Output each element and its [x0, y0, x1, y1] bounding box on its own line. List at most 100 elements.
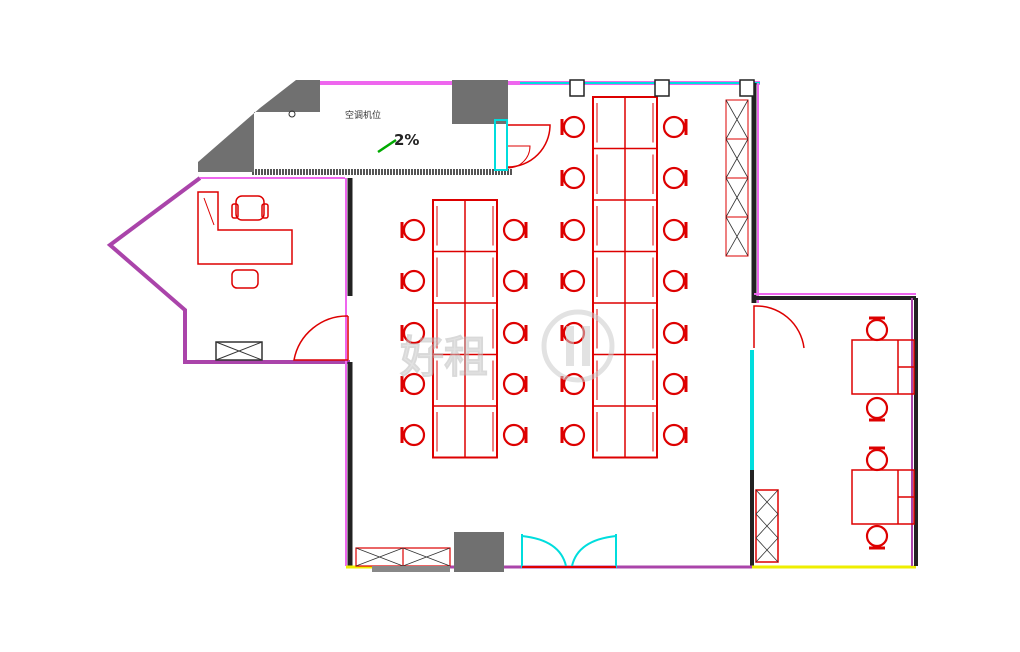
workstation-chair[interactable]: [400, 218, 426, 242]
right-room-chair[interactable]: [865, 524, 889, 550]
ac-room-column-left: [198, 80, 320, 172]
entrance-door-right-swing[interactable]: [571, 535, 617, 567]
slope-label: 2%: [394, 131, 419, 149]
chair-seat: [402, 372, 426, 396]
wall-left-office: [106, 176, 350, 364]
right-room: [753, 305, 915, 563]
ac-room: 空调机位 2%: [198, 80, 551, 172]
bottom-sill-hatch: [372, 566, 450, 572]
chair-seat: [865, 396, 889, 420]
workstation-chair[interactable]: [400, 423, 426, 447]
manager-chair-arm-right: [261, 203, 269, 219]
workstation-chair[interactable]: [502, 269, 528, 293]
chair-seat: [562, 423, 586, 447]
workstation-chair[interactable]: [662, 321, 688, 345]
right-room-chair[interactable]: [865, 396, 889, 422]
watermark: 好租: [399, 309, 615, 383]
chair-seat: [562, 218, 586, 242]
chair-seat: [502, 321, 526, 345]
workstation-chair[interactable]: [502, 423, 528, 447]
chair-seat: [662, 218, 686, 242]
chair-seat: [865, 318, 889, 342]
watermark-text: 好租: [399, 332, 488, 383]
ac-door-swing-inner[interactable]: [507, 145, 531, 169]
workstation-chair[interactable]: [662, 166, 688, 190]
chair-seat: [865, 524, 889, 548]
workstation-chair[interactable]: [400, 321, 426, 345]
desk-cluster-right: [592, 96, 658, 459]
workstation-area: [400, 96, 688, 459]
ac-room-column-right: [452, 80, 508, 124]
visitor-chair[interactable]: [231, 269, 259, 289]
desk-cluster-left: [432, 199, 498, 459]
watermark-logo-bar-1: [566, 326, 574, 366]
mullion-2: [654, 79, 670, 97]
chair-seat: [562, 269, 586, 293]
chair-seat: [662, 269, 686, 293]
chair-seat: [662, 115, 686, 139]
workstation-chair[interactable]: [560, 218, 586, 242]
watermark-logo-icon: [541, 309, 615, 383]
column-bottom: [454, 532, 504, 572]
right-room-cabinet: [755, 489, 779, 563]
workstation-chair[interactable]: [662, 218, 688, 242]
workstation-chair[interactable]: [502, 218, 528, 242]
office-door-swing[interactable]: [293, 315, 349, 361]
workstation-chair[interactable]: [560, 269, 586, 293]
ac-room-label: 空调机位: [345, 109, 381, 121]
left-office: [197, 191, 349, 361]
wall-cabinet-crosses: [725, 99, 749, 257]
chair-seat: [502, 269, 526, 293]
workstation-chair[interactable]: [662, 269, 688, 293]
right-cabinet-crosses: [755, 489, 779, 563]
floor-drain-icon: [288, 110, 296, 118]
cabinet-cross: [725, 99, 749, 140]
right-room-chair[interactable]: [865, 446, 889, 472]
chair-seat: [502, 218, 526, 242]
watermark-logo-bar-2: [582, 326, 590, 366]
chair-seat: [865, 448, 889, 472]
workstation-chair[interactable]: [560, 423, 586, 447]
cabinet-cross: [755, 537, 779, 563]
chair-seat: [662, 321, 686, 345]
chair-seat: [562, 372, 586, 396]
chair-seat: [502, 372, 526, 396]
manager-desk[interactable]: [197, 191, 293, 265]
mullion-1: [569, 79, 585, 97]
workstation-chair[interactable]: [560, 115, 586, 139]
chair-seat: [402, 423, 426, 447]
chair-seat: [662, 372, 686, 396]
workstation-chair[interactable]: [502, 321, 528, 345]
entrance-door-left-swing[interactable]: [521, 535, 567, 567]
workstation-chair[interactable]: [662, 372, 688, 396]
cabinet-cross: [725, 216, 749, 257]
right-room-door-swing[interactable]: [753, 305, 805, 349]
chair-seat: [562, 166, 586, 190]
cabinet-cross-2: [215, 341, 263, 361]
main-entrance: [521, 534, 617, 568]
manager-chair[interactable]: [235, 195, 265, 221]
chair-seat: [562, 115, 586, 139]
right-room-chairs: [865, 316, 889, 550]
workstation-chair[interactable]: [662, 423, 688, 447]
slope-arrow-icon: [377, 138, 397, 154]
cabinet-cross: [725, 138, 749, 179]
workstation-chair[interactable]: [400, 372, 426, 396]
storage-cabinet: [215, 341, 263, 361]
bottom-cabinet-cross-2: [355, 547, 404, 567]
chair-seat: [662, 423, 686, 447]
cabinet-cross: [755, 489, 779, 515]
chair-seat: [402, 321, 426, 345]
workstation-chair[interactable]: [560, 166, 586, 190]
workstation-chair[interactable]: [662, 115, 688, 139]
workstation-chair[interactable]: [502, 372, 528, 396]
workstation-chair[interactable]: [400, 269, 426, 293]
cabinet-cross: [755, 513, 779, 539]
mullion-3: [739, 79, 755, 97]
right-room-chair[interactable]: [865, 316, 889, 342]
manager-chair-arm-left: [231, 203, 239, 219]
bottom-cabinets: [355, 547, 451, 572]
window-mullions: [569, 79, 755, 97]
chair-seat: [662, 166, 686, 190]
